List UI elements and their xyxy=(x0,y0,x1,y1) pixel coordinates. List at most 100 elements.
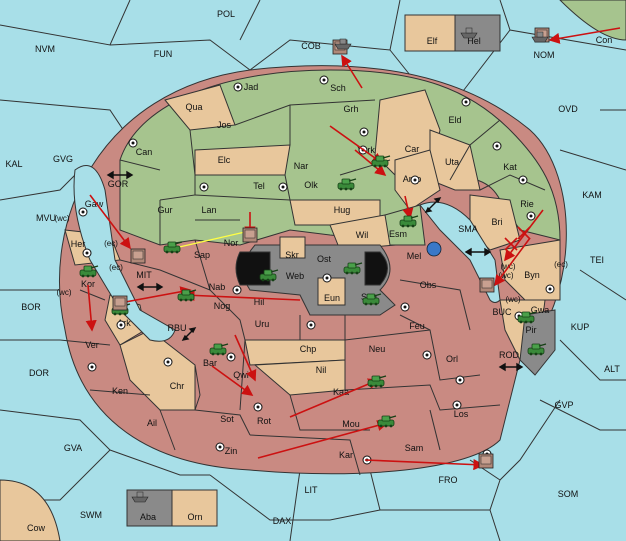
label-skr: Skr xyxy=(285,250,299,260)
label-uru: Uru xyxy=(255,319,270,329)
army-icon xyxy=(478,453,494,469)
label-som: SOM xyxy=(558,489,579,499)
label-web: Web xyxy=(286,271,304,281)
coast-label: (wc) xyxy=(54,214,69,223)
label-gva: GVA xyxy=(64,443,82,453)
label-cow: Cow xyxy=(27,523,46,533)
label-kam: KAM xyxy=(582,190,602,200)
label-ken: Ken xyxy=(112,386,128,396)
label-dor: DOR xyxy=(29,368,50,378)
army-icon xyxy=(242,227,258,243)
label-neu: Neu xyxy=(369,344,386,354)
label-bar: Bar xyxy=(203,358,217,368)
province-borders xyxy=(59,99,546,476)
label-chr: Chr xyxy=(170,381,185,391)
label-nab: Nab xyxy=(209,282,226,292)
label-mit: MIT xyxy=(136,270,152,280)
label-buc: BUC xyxy=(492,307,512,317)
label-nog: Nog xyxy=(214,301,231,311)
label-nvm: NVM xyxy=(35,44,55,54)
label-pir: Pir xyxy=(526,325,537,335)
coast-label: (wc) xyxy=(56,288,71,297)
label-sch: Sch xyxy=(330,83,346,93)
label-nar: Nar xyxy=(294,161,309,171)
label-gvp: GVP xyxy=(554,400,573,410)
label-eld: Eld xyxy=(448,115,461,125)
label-qwi: Qwi xyxy=(233,370,249,380)
label-kup: KUP xyxy=(571,322,590,332)
province-elc[interactable] xyxy=(194,144,291,176)
label-dax: DAX xyxy=(273,516,292,526)
label-hug: Hug xyxy=(334,205,351,215)
label-ail: Ail xyxy=(147,418,157,428)
coast-label: (ec) xyxy=(554,260,568,269)
label-nil: Nil xyxy=(316,365,327,375)
channel-crossings xyxy=(106,170,524,372)
label-wil: Wil xyxy=(356,230,369,240)
cancel-marks xyxy=(504,226,531,251)
label-kar: Kar xyxy=(339,450,353,460)
label-jad: Jad xyxy=(244,82,259,92)
label-gur: Gur xyxy=(157,205,172,215)
label-fro: FRO xyxy=(439,475,458,485)
label-orn: Orn xyxy=(187,512,202,522)
coast-label: (ec) xyxy=(104,239,118,248)
label-swm: SWM xyxy=(80,510,102,520)
channel-east xyxy=(419,201,501,303)
label-orl: Orl xyxy=(446,354,458,364)
coast-label: (ec) xyxy=(109,263,123,272)
label-alt: ALT xyxy=(604,364,620,374)
label-tei: TEI xyxy=(590,255,604,265)
label-pol: POL xyxy=(217,9,235,19)
province-aba[interactable] xyxy=(126,489,173,527)
label-tel: Tel xyxy=(253,181,265,191)
label-aba: Aba xyxy=(140,512,156,522)
province-elf[interactable] xyxy=(404,14,456,52)
label-gor: GOR xyxy=(108,179,129,189)
label-ost: Ost xyxy=(317,254,332,264)
province-orn[interactable] xyxy=(171,489,218,527)
units xyxy=(79,27,550,503)
label-nor: Nor xyxy=(224,238,239,248)
label-kaa: Kaa xyxy=(333,387,349,397)
label-eun: Eun xyxy=(324,293,340,303)
coast-label: (wc) xyxy=(505,295,520,304)
label-nom: NOM xyxy=(534,50,555,60)
label-zin: Zin xyxy=(225,446,238,456)
label-olk: Olk xyxy=(304,180,318,190)
label-bor: BOR xyxy=(21,302,41,312)
province-eun[interactable] xyxy=(317,277,346,306)
label-grh: Grh xyxy=(343,104,358,114)
label-sap: Sap xyxy=(194,250,210,260)
label-fun: FUN xyxy=(154,49,173,59)
label-ver: Ver xyxy=(85,340,99,350)
province-pir[interactable] xyxy=(519,309,556,376)
label-rbu: RBU xyxy=(167,323,186,333)
label-rot: Rot xyxy=(257,416,272,426)
label-bri: Bri xyxy=(492,217,503,227)
label-byn: Byn xyxy=(524,270,540,280)
label-rod: ROD xyxy=(499,350,520,360)
label-sma: SMA xyxy=(458,224,478,234)
globe-icon xyxy=(426,241,442,257)
army-icon xyxy=(479,277,495,293)
label-sot: Sot xyxy=(220,414,234,424)
label-car: Car xyxy=(405,144,420,154)
province-skr[interactable] xyxy=(279,236,306,259)
label-mou: Mou xyxy=(342,419,360,429)
label-gvg: GVG xyxy=(53,154,73,164)
label-esm: Esm xyxy=(389,229,407,239)
label-lit: LIT xyxy=(304,485,318,495)
label-kal: KAL xyxy=(5,159,22,169)
label-gwa: Gwa xyxy=(531,305,550,315)
label-can: Can xyxy=(136,147,153,157)
label-hel: Hel xyxy=(467,36,481,46)
label-cob: COB xyxy=(301,41,321,51)
label-con: Con xyxy=(596,35,613,45)
label-qua: Qua xyxy=(185,102,202,112)
label-gaw: Gaw xyxy=(85,199,104,209)
label-lan: Lan xyxy=(201,205,216,215)
army-icon xyxy=(130,248,146,264)
army-icon xyxy=(112,295,128,311)
